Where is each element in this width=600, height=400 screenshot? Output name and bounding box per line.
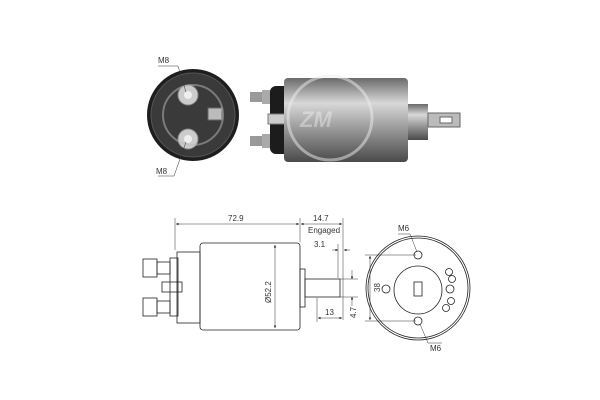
leader-line	[177, 65, 187, 93]
leader-line	[173, 141, 187, 177]
dim-length-label: 72.9	[228, 214, 244, 223]
dim-hole-spacing-label: 38	[373, 283, 382, 292]
dim-plunger-length-label: 13	[325, 308, 334, 317]
dim-gap-label: 3.1	[314, 240, 326, 249]
hole-label-bottom: M6	[430, 344, 442, 353]
drawing-side-view	[142, 242, 341, 331]
dim-diameter-label: Ø52.2	[264, 281, 273, 303]
photo-side-view	[250, 74, 461, 162]
thread-label-bottom: M8	[156, 167, 168, 176]
drawing-end-view	[365, 235, 471, 341]
dim-stroke-note: Engaged	[308, 226, 340, 235]
thread-label-top: M8	[158, 56, 170, 65]
photo-end-view	[147, 69, 239, 161]
dim-stroke-label: 14.7	[313, 214, 329, 223]
watermark-logo: ZM	[299, 107, 332, 132]
dim-plunger-width-label: 4.7	[349, 306, 358, 318]
hole-label-top: M6	[398, 224, 410, 233]
